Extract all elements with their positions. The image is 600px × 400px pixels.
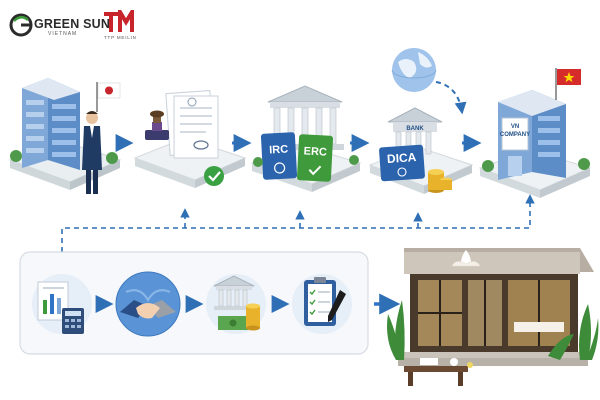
checklist-icon bbox=[309, 289, 330, 316]
brand-logos: GREEN SUN VIETNAM TM TTP MEILIN bbox=[8, 8, 158, 44]
primary-logo-subtext: VIETNAM bbox=[48, 31, 78, 37]
irc-label: IRC bbox=[269, 144, 289, 157]
support-bank-cash bbox=[206, 274, 266, 334]
pen-icon bbox=[328, 290, 346, 322]
bank-label: BANK bbox=[406, 126, 424, 132]
spa-storefront bbox=[387, 248, 599, 386]
erc-certificate bbox=[296, 134, 334, 182]
dica-card bbox=[379, 144, 425, 182]
erc-label: ERC bbox=[303, 145, 327, 158]
support-connectors bbox=[61, 194, 535, 252]
businessman-icon bbox=[82, 111, 102, 194]
vn-label: VN bbox=[511, 124, 519, 130]
step-notarized-documents bbox=[133, 90, 247, 188]
plant-icon bbox=[387, 300, 599, 360]
step-bank-dica: BANK DICA bbox=[368, 48, 474, 194]
irc-certificate bbox=[260, 132, 298, 180]
primary-logo-text: GREEN SUN bbox=[34, 17, 111, 31]
tm-logo-icon bbox=[104, 10, 134, 32]
towel-icon bbox=[420, 358, 438, 365]
coins-stack-icon bbox=[246, 303, 260, 331]
company-label: COMPANY bbox=[500, 132, 530, 138]
dica-label: DICA bbox=[387, 150, 418, 166]
step-vn-company: VN COMPANY bbox=[478, 68, 592, 198]
support-handshake bbox=[115, 271, 181, 337]
secondary-logo-subtext: TTP MEILIN bbox=[104, 35, 137, 40]
approved-check-icon bbox=[204, 166, 224, 186]
globe-connector-arrow bbox=[435, 81, 467, 115]
green-sun-logo-icon bbox=[9, 13, 33, 37]
rubber-stamp-icon bbox=[145, 110, 169, 140]
support-checklist bbox=[292, 274, 352, 334]
support-financial-reports bbox=[32, 274, 92, 334]
gold-coins-icon bbox=[428, 169, 452, 193]
lotus-icon bbox=[451, 250, 481, 267]
step-japanese-investor bbox=[8, 78, 122, 194]
step-irc-erc: IRC ERC bbox=[250, 85, 362, 192]
